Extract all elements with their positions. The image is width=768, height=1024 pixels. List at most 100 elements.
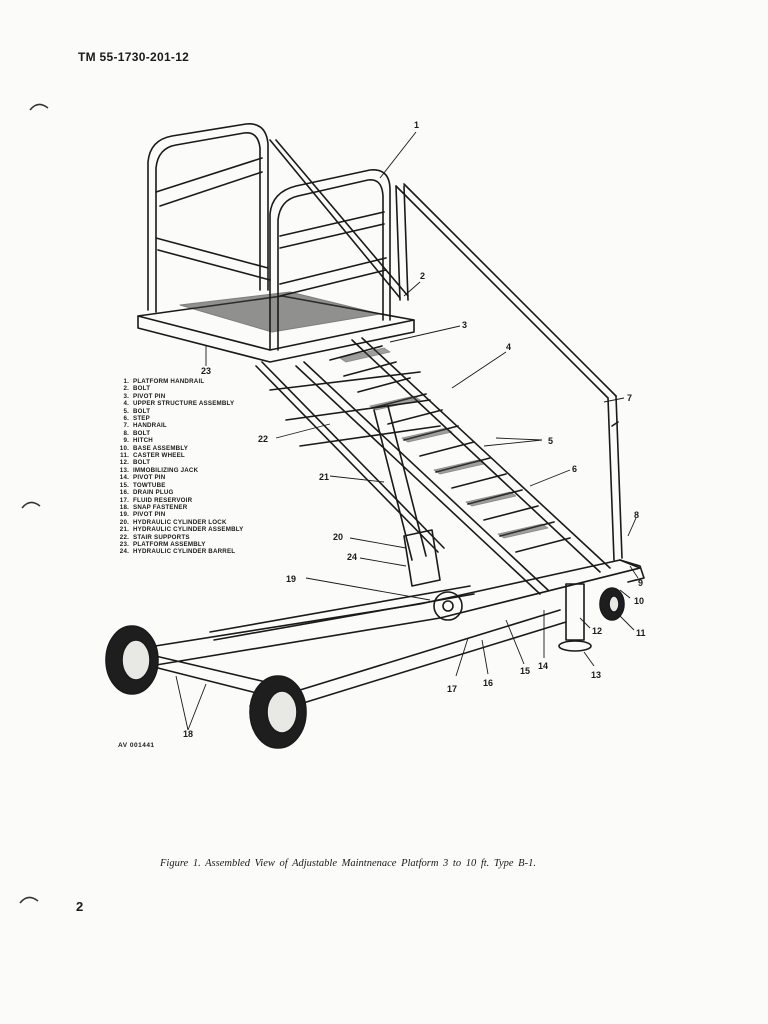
legend-item-number: 17. bbox=[119, 496, 129, 504]
legend-item-label: BOLT bbox=[133, 429, 151, 437]
legend-item: 15.TOWTUBE bbox=[113, 482, 243, 489]
handrail-rails-side bbox=[155, 157, 271, 281]
legend-item-label: BOLT bbox=[133, 385, 151, 393]
callout-20: 20 bbox=[333, 532, 343, 542]
legend-item-label: IMMOBILIZING JACK bbox=[133, 466, 199, 474]
handrail-front-inner bbox=[277, 179, 384, 351]
legend-item-number: 8. bbox=[123, 429, 129, 437]
legend-item-number: 7. bbox=[123, 422, 129, 430]
figure-caption: Figure 1. Assembled View of Adjustable M… bbox=[160, 858, 536, 869]
hydraulic-cylinder-barrel bbox=[403, 529, 441, 587]
legend-item-label: PIVOT PIN bbox=[133, 474, 166, 482]
legend-item: 10. BASE ASSEMBLY bbox=[113, 445, 243, 452]
callout-12: 12 bbox=[592, 626, 602, 636]
callout-1: 1 bbox=[414, 120, 419, 130]
legend-item-number: 14. bbox=[119, 474, 129, 482]
platform-deck-edge bbox=[137, 315, 415, 363]
legend-item-label: PLATFORM HANDRAIL bbox=[133, 378, 205, 385]
legend-item-label: PIVOT PIN bbox=[133, 511, 166, 519]
immobilizing-jack bbox=[565, 583, 585, 641]
legend-item-number: 10. bbox=[119, 444, 129, 452]
callout-19: 19 bbox=[286, 574, 296, 584]
callout-6: 6 bbox=[572, 464, 577, 474]
stair-supports bbox=[255, 361, 445, 553]
stair-stringer-right bbox=[351, 337, 611, 573]
jack-foot bbox=[558, 640, 592, 652]
legend-item: 18. SNAP FASTENER bbox=[113, 504, 243, 511]
legend-item: 22. STAIR SUPPORTS bbox=[113, 534, 243, 541]
stair-steps bbox=[329, 345, 571, 553]
callout-10: 10 bbox=[634, 596, 644, 606]
handrail-back-left bbox=[147, 123, 269, 311]
handrail-rear-diagonal bbox=[269, 139, 409, 299]
binder-hole-mark-top bbox=[29, 103, 49, 111]
callout-16: 16 bbox=[483, 678, 493, 688]
legend-item-number: 19. bbox=[119, 511, 129, 519]
callout-22: 22 bbox=[258, 434, 268, 444]
legend-item-number: 11. bbox=[120, 452, 129, 460]
legend-item-number: 6. bbox=[123, 415, 129, 423]
legend-item-label: SNAP FASTENER bbox=[133, 503, 188, 511]
wheels bbox=[105, 587, 625, 749]
callout-7: 7 bbox=[627, 393, 632, 403]
legend-item: 17. FLUID RESERVOIR bbox=[113, 497, 243, 504]
legend-item: 19. PIVOT PIN bbox=[113, 511, 243, 518]
stair-handrail-post-top bbox=[395, 185, 409, 301]
wheel-rear-hub bbox=[121, 639, 151, 681]
callout-5: 5 bbox=[548, 436, 553, 446]
legend-item-number: 1. bbox=[123, 378, 129, 385]
handrail-clamp bbox=[611, 421, 619, 427]
legend-item-number: 18. bbox=[119, 503, 129, 511]
callout-11: 11 bbox=[636, 628, 646, 638]
legend-item: 12.BOLT bbox=[113, 459, 243, 466]
callout-labels: 1 2 3 4 5 6 7 8 9 10 11 12 13 14 15 16 1… bbox=[183, 120, 646, 739]
wheel-front-hub bbox=[266, 690, 298, 734]
callout-13: 13 bbox=[591, 670, 601, 680]
legend-item: 7.HANDRAIL bbox=[113, 422, 243, 429]
callout-24: 24 bbox=[347, 552, 357, 562]
stair-handrail bbox=[395, 183, 617, 399]
legend-item: 5.BOLT bbox=[113, 408, 243, 415]
platform-grating bbox=[179, 291, 381, 333]
legend-item-number: 15. bbox=[119, 481, 129, 489]
drawing-linework bbox=[129, 123, 645, 717]
callout-4: 4 bbox=[506, 342, 511, 352]
pivot-pin-assembly bbox=[433, 591, 463, 621]
legend-item: 6.STEP bbox=[113, 415, 243, 422]
legend-item-label: CASTER WHEEL bbox=[133, 452, 185, 460]
stair-stringer-left bbox=[295, 361, 549, 595]
legend-item: 21.HYDRAULIC CYLINDER ASSEMBLY bbox=[113, 526, 243, 533]
legend-item: 20.HYDRAULIC CYLINDER LOCK bbox=[113, 519, 243, 526]
legend-item-label: DRAIN PLUG bbox=[133, 489, 174, 497]
legend-item-label: UPPER STRUCTURE ASSEMBLY bbox=[133, 400, 235, 408]
legend-item-label: BASE ASSEMBLY bbox=[133, 444, 189, 452]
legend-item: 13.IMMOBILIZING JACK bbox=[113, 467, 243, 474]
binder-hole-mark-bottom bbox=[19, 896, 39, 904]
legend-item-label: HITCH bbox=[133, 437, 153, 445]
legend-item: 2.BOLT bbox=[113, 385, 243, 392]
legend-item: 14. PIVOT PIN bbox=[113, 474, 243, 481]
tow-tube bbox=[209, 585, 475, 641]
legend-item-number: 22. bbox=[119, 533, 129, 541]
legend-item-label: PLATFORM ASSEMBLY bbox=[133, 540, 206, 548]
callout-15: 15 bbox=[520, 666, 530, 676]
legend-item-label: FLUID RESERVOIR bbox=[133, 496, 193, 504]
legend-item-label: HYDRAULIC CYLINDER ASSEMBLY bbox=[133, 526, 244, 534]
callout-23: 23 bbox=[201, 366, 211, 376]
legend-item: 23.PLATFORM ASSEMBLY bbox=[113, 541, 243, 548]
legend-item-label: PIVOT PIN bbox=[133, 392, 166, 400]
legend-item-label: HYDRAULIC CYLINDER BARREL bbox=[133, 548, 236, 556]
legend-item: 1. PLATFORM HANDRAIL bbox=[113, 378, 243, 385]
leader-lines bbox=[175, 131, 639, 731]
legend-item-number: 16. bbox=[119, 489, 129, 497]
legend-item: 24. HYDRAULIC CYLINDER BARREL bbox=[113, 548, 243, 555]
legend-item: 16. DRAIN PLUG bbox=[113, 489, 243, 496]
legend-item-number: 12. bbox=[119, 459, 129, 467]
legend-item-label: STAIR SUPPORTS bbox=[133, 533, 190, 541]
handrail-front bbox=[269, 169, 391, 351]
legend-item-number: 24. bbox=[119, 548, 129, 556]
callout-14: 14 bbox=[538, 661, 548, 671]
callout-21: 21 bbox=[319, 472, 329, 482]
